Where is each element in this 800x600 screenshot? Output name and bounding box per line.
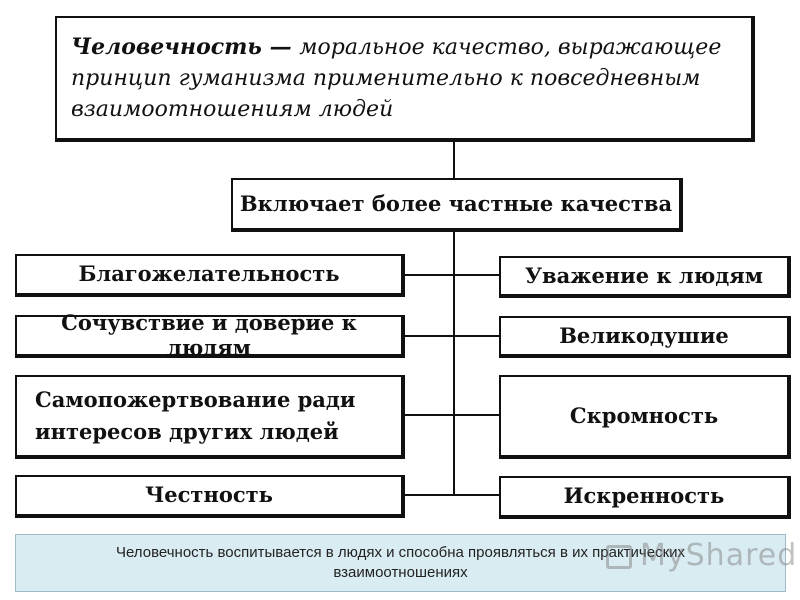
quality-label: Благожелательность <box>78 261 340 287</box>
quality-box-left-4: Честность <box>15 475 405 518</box>
quality-label: Честность <box>145 482 273 508</box>
includes-box: Включает более частные качества <box>231 178 683 232</box>
quality-box-left-3: Самопожертвование ради интересов других … <box>15 375 405 459</box>
caption-box: Человечность воспитывается в людях и спо… <box>15 534 786 592</box>
definition-term: Человечность <box>71 33 262 60</box>
quality-box-right-3: Скромность <box>499 375 791 459</box>
connector-row-4 <box>405 494 500 496</box>
connector-row-2 <box>405 335 500 337</box>
definition-text: Человечность — моральное качество, выраж… <box>71 32 737 125</box>
quality-box-right-2: Великодушие <box>499 316 791 358</box>
watermark-icon <box>606 545 632 569</box>
definition-body: моральное качество, выражающее принцип г… <box>71 34 722 122</box>
definition-box: Человечность — моральное качество, выраж… <box>55 16 755 142</box>
includes-label: Включает более частные качества <box>239 190 673 216</box>
connector-row-3 <box>405 414 500 416</box>
quality-label: Искренность <box>563 483 725 509</box>
connector-row-1 <box>405 274 500 276</box>
quality-label: Уважение к людям <box>525 262 763 288</box>
definition-dash: — <box>261 33 300 60</box>
quality-box-right-1: Уважение к людям <box>499 256 791 298</box>
quality-label: Сочувствие и доверие к людям <box>61 310 357 360</box>
connector-main-to-sub <box>453 142 455 178</box>
caption-text: Человечность воспитывается в людях и спо… <box>115 544 686 581</box>
connector-trunk <box>453 232 455 496</box>
quality-label: Великодушие <box>559 322 729 348</box>
quality-box-right-4: Искренность <box>499 476 791 519</box>
quality-label: Скромность <box>569 402 719 428</box>
quality-label: Самопожертвование ради интересов других … <box>35 387 356 444</box>
quality-box-left-1: Благожелательность <box>15 254 405 297</box>
quality-box-left-2: Сочувствие и доверие к людям <box>15 311 405 359</box>
